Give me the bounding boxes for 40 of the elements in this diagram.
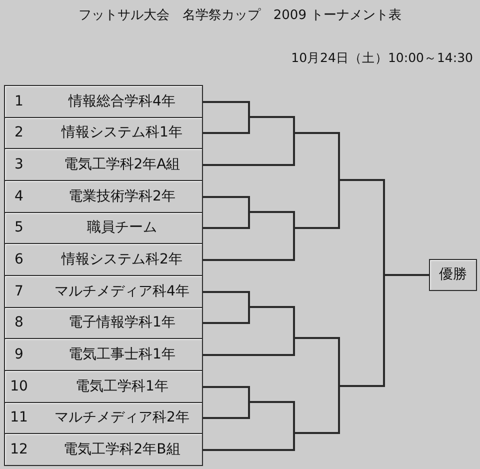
team-row — [4, 370, 203, 403]
team-row — [4, 117, 203, 149]
team-row — [4, 243, 203, 276]
team-name: 電気工事士科1年 — [68, 346, 176, 363]
team-number: 8 — [14, 314, 24, 332]
team-name: 情報システム科1年 — [62, 124, 182, 142]
team-row — [4, 148, 203, 181]
team-number: 9 — [14, 346, 24, 363]
team-number: 11 — [10, 410, 28, 426]
team-row — [4, 180, 203, 213]
team-name: 情報システム科2年 — [62, 251, 182, 268]
date-time-label: 10月24日（土）10:00～14:30 — [291, 50, 473, 66]
team-name: 電気工学科2年A組 — [64, 156, 180, 173]
team-number: 10 — [10, 378, 28, 395]
team-number: 2 — [14, 124, 24, 142]
team-number: 7 — [14, 283, 24, 300]
team-row — [4, 85, 203, 118]
team-name: 電子情報学科1年 — [68, 314, 176, 332]
winner-box — [429, 259, 477, 291]
team-name: 電気工学科1年 — [76, 378, 168, 395]
team-number: 5 — [14, 220, 24, 236]
team-row — [4, 212, 203, 244]
team-name: マルチメディア科4年 — [54, 283, 190, 300]
team-row — [4, 338, 203, 371]
title: フットサル大会 名学祭カップ 2009 トーナメント表 — [78, 8, 402, 24]
team-number: 12 — [10, 441, 28, 458]
team-number: 4 — [14, 188, 24, 205]
team-row — [4, 275, 203, 308]
team-row — [4, 307, 203, 339]
winner-label: 優勝 — [439, 266, 467, 284]
team-row — [4, 402, 203, 434]
team-name: 情報総合学科4年 — [68, 93, 176, 110]
team-row — [4, 433, 203, 466]
team-number: 6 — [14, 251, 24, 268]
team-name: マルチメディア科2年 — [54, 410, 190, 426]
team-number: 3 — [14, 156, 24, 173]
team-name: 電業技術学科2年 — [68, 188, 176, 205]
team-name: 電気工学科2年B組 — [64, 441, 180, 458]
team-number: 1 — [14, 93, 24, 110]
team-name: 職員チーム — [87, 220, 157, 236]
